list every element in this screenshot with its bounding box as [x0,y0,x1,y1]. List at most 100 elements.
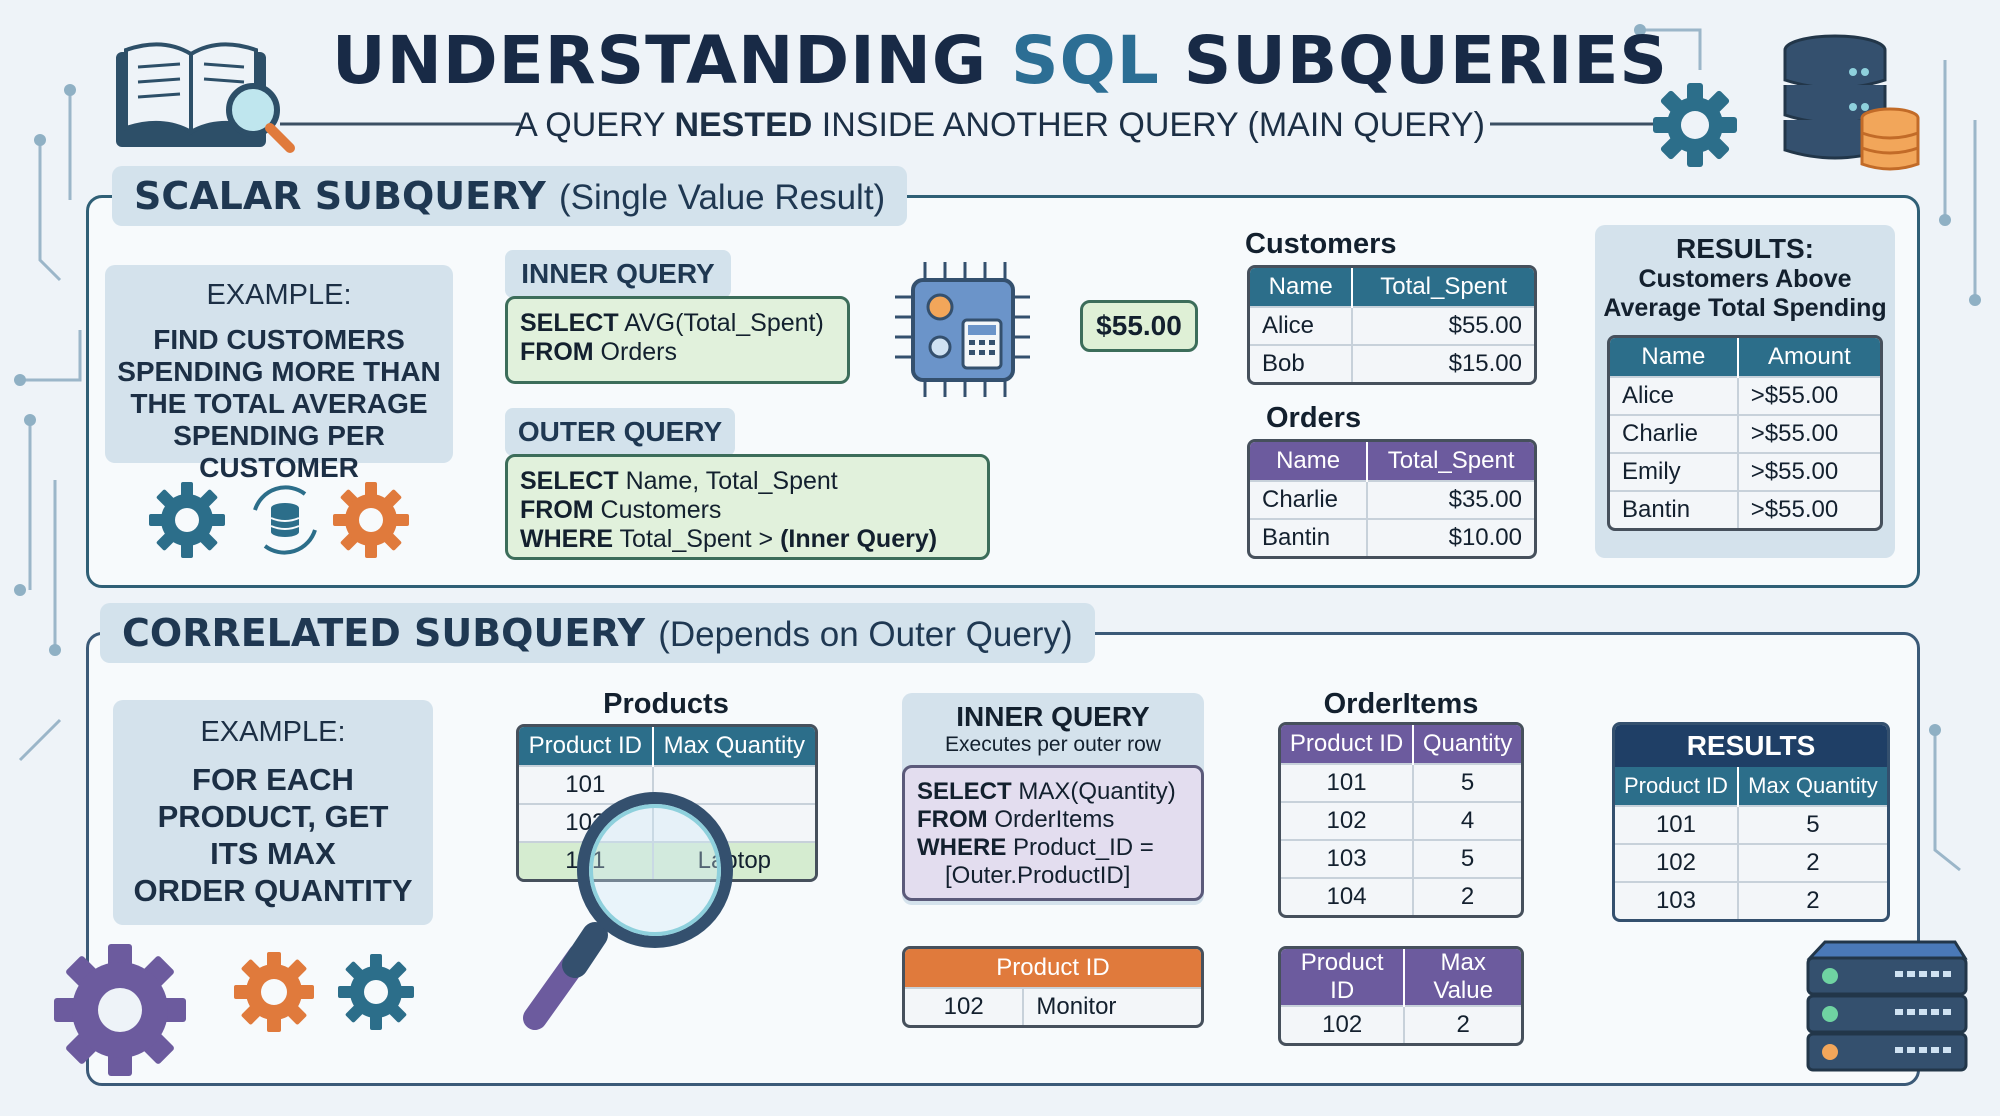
code-line: WHERE Product_ID = [917,834,1154,861]
orderitems-table-title: OrderItems [1323,688,1479,720]
code-line: WHERE Total_Spent > (Inner Query) [520,525,938,553]
correlated-example-line: FOR EACH [192,762,354,797]
table-row: Alice$55.00 [1250,306,1534,345]
refresh-database-icon [253,485,317,555]
column-header: Name [1250,442,1369,481]
gear-icon [1653,83,1737,167]
table-row: Charlie$35.00 [1250,480,1534,519]
column-header: Max Quantity [1737,767,1887,806]
column-header: Amount [1737,338,1880,377]
scalar-example-text: FIND CUSTOMERS SPENDING MORE THAN THE TO… [105,324,453,484]
correlated-example-line: ORDER QUANTITY [133,873,413,908]
table-row-highlighted: 101Laptop [519,841,815,879]
gear-icon [333,482,409,558]
column-header: Name [1610,338,1739,377]
column-header: Max Value [1404,949,1521,1006]
column-header: Name [1250,268,1354,307]
column-header: Product ID [1281,725,1415,764]
magnifier-icon [523,792,733,1030]
subtitle-text-2: INSIDE ANOTHER QUERY (MAIN QUERY) [812,106,1485,144]
processor-chip-icon [895,262,1030,397]
table-row: Bantin>$55.00 [1610,490,1880,528]
subtitle-bold: NESTED [674,106,813,144]
scalar-results-panel: RESULTS: Customers Above Average Total S… [1595,225,1895,558]
code-line: FROM Customers [520,496,722,524]
code-line: [Outer.ProductID] [945,862,1131,889]
products-table-title: Products [603,688,729,720]
page-subtitle: A QUERY NESTED INSIDE ANOTHER QUERY (MAI… [430,106,1570,145]
correlated-gears-illustration [54,944,414,1076]
circuit-decoration-left [18,90,82,762]
column-header: Product ID [519,727,654,766]
table-row: Alice>$55.00 [1610,376,1880,415]
correlated-example-heading: EXAMPLE: [200,716,346,748]
correlated-inner-title: INNER QUERY [956,701,1150,732]
server-icon [1806,940,1968,1072]
scalar-gears-illustration [149,482,409,558]
column-header: Product ID [1281,949,1406,1006]
table-row: Bob$15.00 [1250,344,1534,382]
column-header: Quantity [1413,725,1521,764]
table-row: Charlie>$55.00 [1610,414,1880,453]
inner-query-label: INNER QUERY [505,250,731,298]
scalar-inner-query-code: SELECT AVG(Total_Spent) FROM Orders [505,296,850,384]
title-text-sql: SQL [1011,22,1160,99]
correlated-example-line: PRODUCT, GET [157,799,389,834]
code-line: SELECT AVG(Total_Spent) [520,309,824,337]
column-header: Total_Spent [1352,268,1534,307]
column-header: Product ID [905,949,1201,988]
correlated-example-text: FOR EACH PRODUCT, GET ITS MAX ORDER QUAN… [113,761,433,909]
gear-icon [338,954,414,1030]
table-row: Emily>$55.00 [1610,452,1880,491]
scalar-example-heading: EXAMPLE: [206,279,352,311]
column-header: Max Quantity [652,727,815,766]
correlated-subquery-tab: CORRELATED SUBQUERY (Depends on Outer Qu… [100,603,1095,663]
table-row: Bantin$10.00 [1250,518,1534,556]
scalar-example-line: SPENDING PER CUSTOMER [173,420,385,483]
gear-icon [54,944,186,1076]
orders-table-title: Orders [1266,402,1362,434]
open-book-icon [116,42,295,153]
scalar-outer-query-code: SELECT Name, Total_Spent FROM Customers … [505,454,990,560]
subtitle-text-1: A QUERY [515,106,675,144]
title-text-2: SUBQUERIES [1159,22,1668,99]
code-line: FROM OrderItems [917,806,1115,833]
code-line: FROM Orders [520,338,677,366]
correlated-example-box: EXAMPLE: FOR EACH PRODUCT, GET ITS MAX O… [113,700,433,925]
scalar-results-subtitle: Customers Above [1638,265,1852,293]
scalar-example-line: FIND CUSTOMERS [153,324,405,355]
title-text-1: UNDERSTANDING [332,22,1012,99]
customers-table-title: Customers [1245,228,1397,260]
code-line: SELECT MAX(Quantity) [917,778,1176,805]
scalar-example-line: THE TOTAL AVERAGE [130,388,428,419]
correlated-results-title: RESULTS [1615,725,1887,767]
code-line: SELECT Name, Total_Spent [520,467,838,495]
scalar-subquery-tab: SCALAR SUBQUERY (Single Value Result) [112,166,908,226]
circuit-dots-left [14,84,76,656]
correlated-tab-subtitle: (Depends on Outer Query) [658,615,1073,654]
correlated-inner-query-code: SELECT MAX(Quantity) FROM OrderItems WHE… [902,765,1204,901]
scalar-example-line: SPENDING MORE THAN [117,356,441,387]
column-header: Product ID [1615,767,1739,806]
correlated-tab-title: CORRELATED SUBQUERY [122,611,646,655]
page-title: UNDERSTANDING SQL SUBQUERIES [330,22,1670,99]
column-header: Total_Spent [1367,442,1534,481]
scalar-results-title: RESULTS: [1676,233,1814,264]
database-icon [1783,34,1920,171]
scalar-tab-title: SCALAR SUBQUERY [134,174,546,218]
scalar-result-value: $55.00 [1080,300,1198,352]
correlated-inner-subtitle: Executes per outer row [945,733,1161,756]
scalar-results-subtitle: Average Total Spending [1603,294,1887,322]
